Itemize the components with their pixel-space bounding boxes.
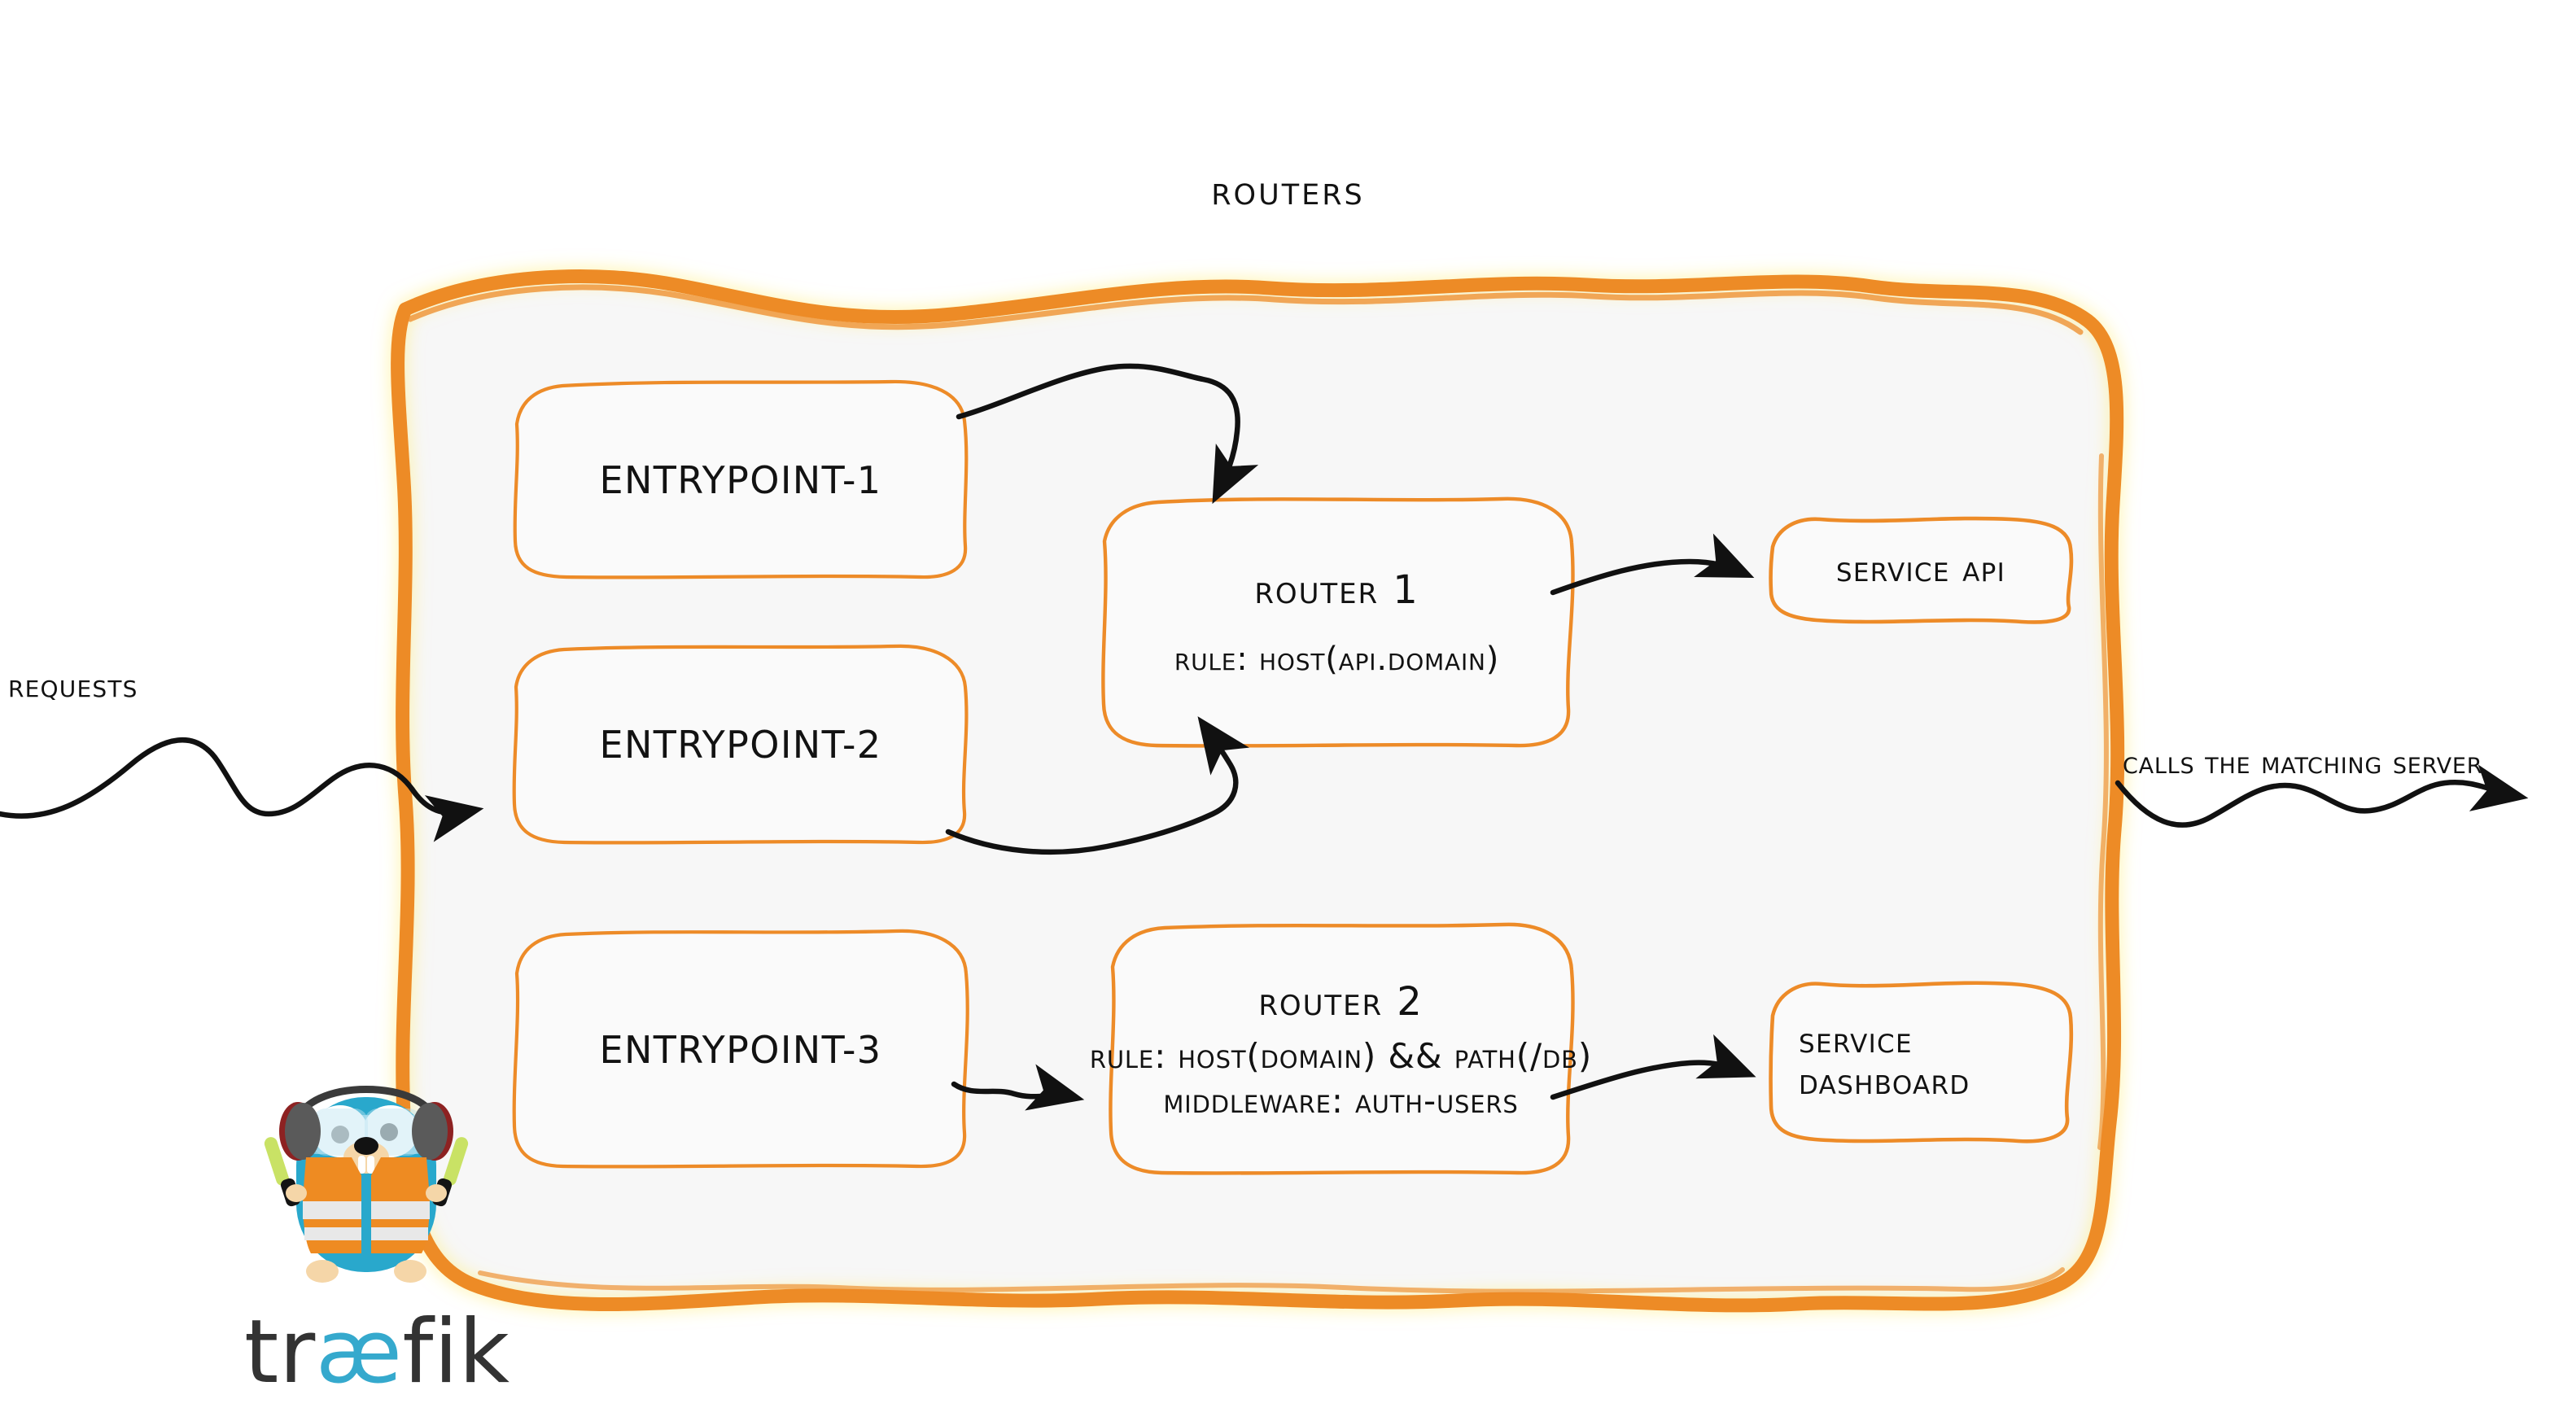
entrypoint-1-box[interactable]: entrypoint-1 <box>509 378 973 582</box>
router-2-box[interactable]: Router 2 rule: Host(domain) && Path(/db)… <box>1090 920 1591 1180</box>
traefik-wordmark: træfik <box>244 1309 510 1406</box>
requests-label: Requests <box>8 667 138 705</box>
traefik-logo: træfik <box>244 1050 510 1408</box>
traefik-gopher-mascot <box>264 1086 469 1283</box>
entrypoint-2-box[interactable]: entrypoint-2 <box>509 643 973 846</box>
entrypoint-3-box[interactable]: entrypoint-3 <box>509 928 973 1172</box>
wordmark-ae: æ <box>315 1301 403 1403</box>
wordmark-tr: tr <box>244 1301 316 1403</box>
calls-matching-server-label: Calls the matching server <box>2123 745 2483 781</box>
service-dashboard-box[interactable]: Service Dashboard <box>1766 977 2075 1148</box>
service-api-box[interactable]: Service API <box>1766 513 2075 627</box>
arrow-calls-matching-server <box>2115 764 2529 828</box>
router-1-box[interactable]: Router 1 rule: Host(api.domain) <box>1095 492 1579 753</box>
wordmark-fik: fik <box>402 1301 510 1403</box>
page-title: Routers <box>1211 167 1365 214</box>
